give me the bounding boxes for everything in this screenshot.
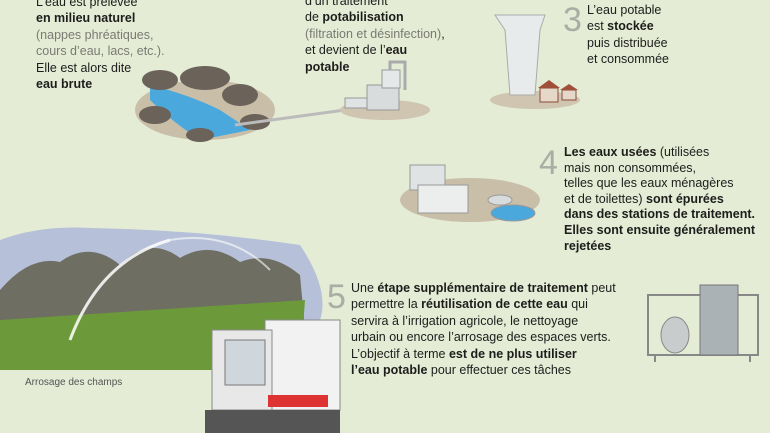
step1-line: eau brute [36, 77, 93, 92]
step5-text-segment: est de ne plus utiliser [448, 346, 577, 361]
step3-line: puis distribuée [587, 35, 668, 50]
step3-text-segment: est [587, 19, 608, 34]
step5-line: servira à l’irrigation agricole, le nett… [351, 313, 579, 328]
step1-line: cours d’eau, lacs, etc.). [36, 44, 165, 59]
step5-text-segment: pour effectuer ces tâches [427, 363, 572, 378]
step4-text-segment: et de toilettes) [564, 191, 643, 206]
photo-caption: Arrosage des champs [25, 377, 123, 388]
treatment-plant-illustration [340, 60, 430, 120]
step2-line: potable [305, 59, 350, 74]
step1-line: Elle est alors dite [36, 60, 132, 75]
step2-text-segment: de [305, 10, 323, 25]
step5-line: urbain ou encore l’arrosage des espaces … [351, 330, 611, 345]
step4-line: dans des stations de traitement. [564, 207, 756, 222]
step3-text: L’eau potable est stockée puis distribué… [587, 2, 669, 68]
step3-text-segment: stockée [607, 19, 654, 34]
step4-text: Les eaux usées (utilisées mais non conso… [564, 145, 755, 254]
step2-text-segment: , [441, 26, 445, 41]
step5-text-segment: permettre la [351, 297, 422, 312]
step5-text-segment: Une [351, 281, 378, 295]
wastewater-plant-illustration [400, 164, 540, 222]
step1-line: L’eau est prélevée [36, 0, 138, 9]
step3-number: 3 [563, 1, 582, 39]
step4-line: Elles sont ensuite généralement [564, 222, 756, 237]
street-cleaner-truck-illustration [205, 319, 341, 433]
step1-line: en milieu naturel [36, 11, 136, 26]
step4-line: telles que les eaux ménagères [564, 176, 734, 191]
step4-line: rejetées [564, 238, 612, 253]
step4-line: mais non consommées, [564, 160, 697, 175]
step5-text-segment: L’objectif à terme [351, 346, 449, 361]
step5-text-segment: qui [567, 297, 588, 312]
step5-text-segment: étape supplémentaire de traitement [377, 281, 588, 295]
step4-text-segment: sont épurées [642, 191, 724, 206]
step5-number: 5 [327, 278, 346, 316]
step4-text-segment: (utilisées [656, 145, 710, 159]
step2-text-segment: potabilisation [322, 10, 404, 25]
step4-text-segment: Les eaux usées [564, 145, 657, 159]
step4-number: 4 [539, 144, 558, 182]
step2-text-segment: (filtration et désinfection) [305, 26, 442, 41]
reuse-treatment-unit-illustration [647, 284, 759, 362]
step2-text: d’un traitement de potabilisation (filtr… [305, 0, 445, 75]
step2-line: d’un traitement [305, 0, 388, 8]
step2-text-segment: eau [385, 43, 408, 58]
water-tower-illustration [490, 14, 580, 109]
step5-text-segment: réutilisation de cette eau [421, 297, 568, 312]
step5-text-segment: l’eau potable [351, 363, 428, 378]
step3-line: et consommée [587, 52, 669, 67]
river-rocks-illustration [135, 66, 346, 142]
step1-line: (nappes phréatiques, [36, 27, 154, 42]
step3-line: L’eau potable [587, 3, 662, 17]
step1-text: L’eau est prélevée en milieu naturel (na… [36, 0, 165, 92]
step2-text-segment: et devient de l’ [305, 43, 386, 58]
step5-text: Une étape supplémentaire de traitement p… [351, 280, 616, 378]
step5-text-segment: peut [587, 281, 616, 295]
